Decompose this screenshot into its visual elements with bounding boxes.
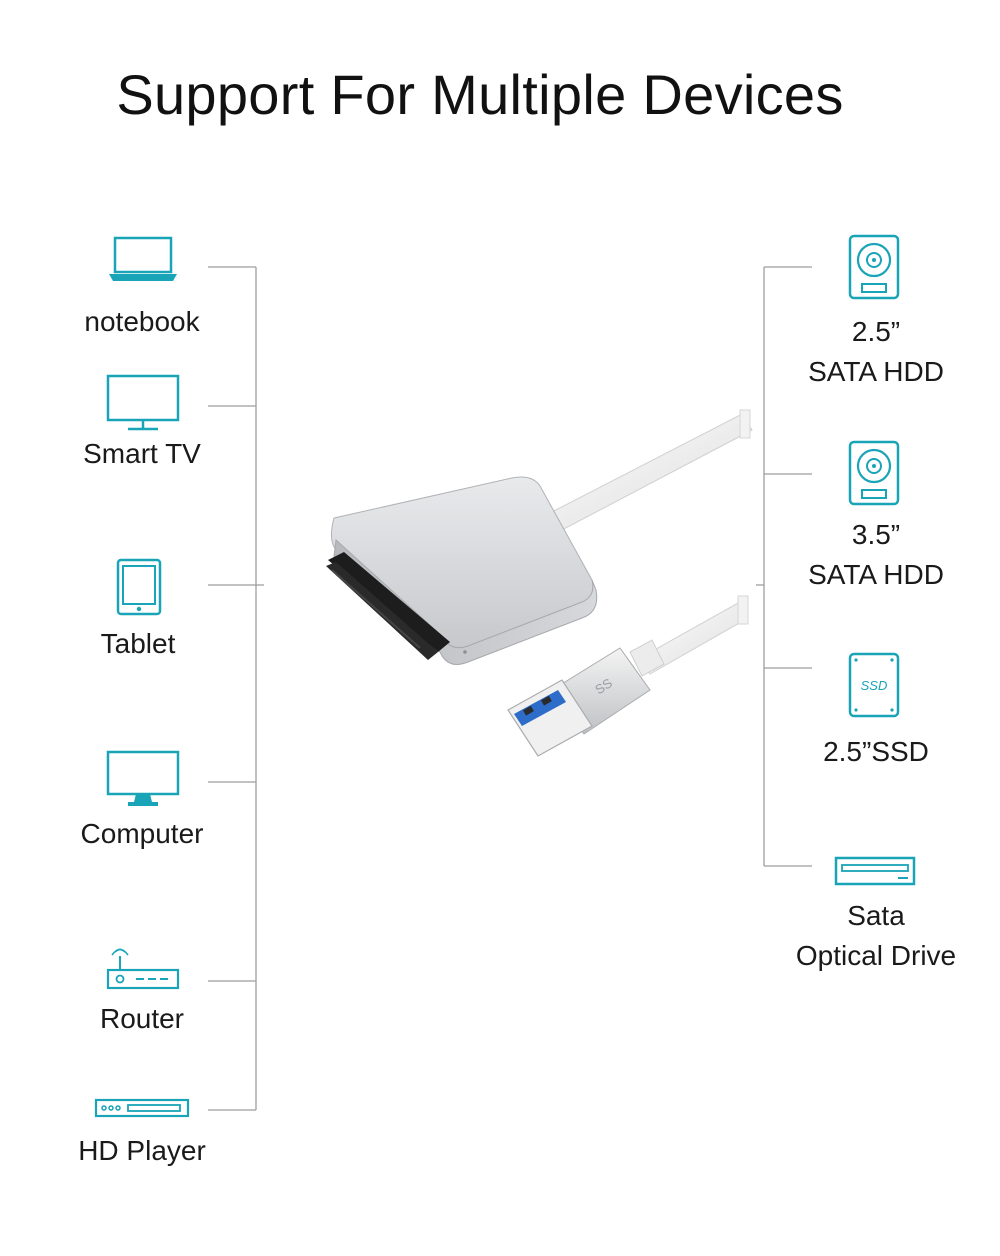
router-icon (106, 948, 180, 990)
page-title: Support For Multiple Devices (116, 63, 844, 126)
device-label-2-5-sata-hdd: 2.5” SATA HDD (786, 312, 966, 392)
device-label-notebook: notebook (84, 306, 200, 337)
laptop-icon (109, 236, 177, 281)
device-label-computer: Computer (80, 818, 204, 849)
device-label-router: Router (99, 1003, 185, 1034)
sata-usb-adapter-image: SS (326, 409, 753, 757)
device-label-line: SATA HDD (808, 356, 944, 387)
optical-drive-icon (834, 856, 916, 886)
monitor-icon (106, 750, 180, 806)
hd-player-icon (94, 1098, 190, 1118)
device-label-tablet: Tablet (100, 628, 176, 659)
device-label-line: SATA HDD (808, 559, 944, 590)
ssd-icon: SSD (848, 652, 900, 718)
device-label-smart-tv: Smart TV (83, 438, 201, 469)
device-label-line: Sata (847, 900, 905, 931)
device-label-line: Optical Drive (795, 940, 957, 971)
device-label-2-5-ssd: 2.5”SSD (823, 736, 929, 767)
device-label-hd-player: HD Player (78, 1135, 206, 1166)
hdd-icon (848, 234, 900, 300)
ssd-icon-text: SSD (861, 678, 888, 693)
tv-icon (106, 374, 180, 431)
device-label-line: 3.5” (851, 519, 901, 550)
device-label-sata-optical-drive: Sata Optical Drive (786, 896, 966, 976)
device-label-line: 2.5” (851, 316, 901, 347)
device-label-3-5-sata-hdd: 3.5” SATA HDD (786, 515, 966, 595)
tablet-icon (116, 558, 162, 616)
hdd-icon (848, 440, 900, 506)
